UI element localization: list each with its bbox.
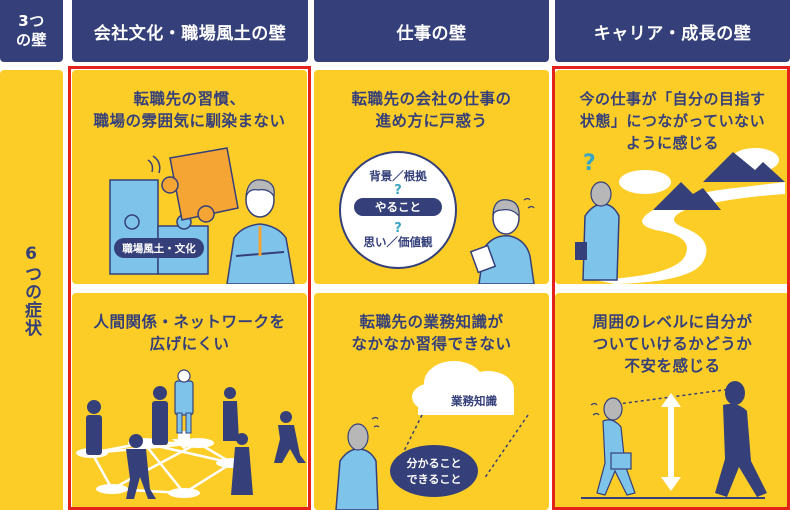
column-header-work: 仕事の壁 — [314, 0, 549, 62]
column-header-label: 仕事の壁 — [396, 23, 467, 44]
card-title: 転職先の業務知識が なかなか習得できない — [351, 313, 512, 353]
svg-text:業務知識: 業務知識 — [450, 394, 497, 408]
center-person-icon — [174, 369, 194, 434]
card-title: 人間関係・ネットワークを 広げにくい — [93, 313, 286, 353]
svg-text:分かること: 分かること — [407, 456, 462, 470]
briefcase-icon — [610, 452, 632, 470]
corner-label: 3つ の壁 — [15, 12, 47, 49]
svg-text:やること: やること — [375, 200, 421, 214]
arrow-down-icon — [172, 431, 196, 449]
confused-person-icon — [469, 197, 535, 284]
known-skills-bubble — [390, 445, 478, 497]
culture-tag — [114, 238, 204, 258]
column-header-culture: 会社文化・職場風土の壁 — [72, 0, 308, 62]
tall-silhouette-icon — [715, 381, 767, 497]
svg-text:思い／価値観: 思い／価値観 — [364, 235, 433, 249]
person-arms-crossed-icon — [226, 179, 295, 284]
person-back-view-icon: ? — [575, 151, 620, 281]
card-title: 転職先の会社の仕事の 進め方に戸惑う — [351, 90, 512, 130]
svg-text:職場風土・文化: 職場風土・文化 — [122, 242, 196, 255]
svg-text:できること: できること — [407, 473, 462, 486]
silhouette-people — [86, 386, 306, 499]
card-title: 今の仕事が「自分の目指す 状態」につながっていない ように感じる — [579, 90, 766, 152]
card-level-anxiety: 周囲のレベルに自分が ついていけるかどうか 不安を感じる — [555, 293, 790, 510]
career-path-illustration: ? — [575, 148, 785, 284]
mountain-icon — [653, 182, 721, 210]
card-title: 周囲のレベルに自分が ついていけるかどうか 不安を感じる — [592, 313, 753, 375]
column-header-career: キャリア・成長の壁 — [555, 0, 790, 62]
card-business-knowledge: 転職先の業務知識が なかなか習得できない 業務知識 分かること できること — [314, 293, 549, 510]
svg-text:?: ? — [394, 221, 402, 236]
network-illustration — [76, 369, 306, 499]
knowledge-illustration: 業務知識 分かること できること — [335, 361, 529, 510]
mountain-icon — [703, 152, 785, 182]
person-back-view-icon — [335, 416, 380, 510]
height-arrow-icon — [661, 393, 681, 491]
side-label: 6つの症状 — [21, 243, 41, 337]
puzzle-illustration: 職場風土・文化 — [109, 147, 295, 284]
winding-road — [595, 182, 785, 284]
cloud-icon — [412, 361, 514, 415]
column-header-label: キャリア・成長の壁 — [593, 23, 752, 44]
corner-header: 3つ の壁 — [0, 0, 63, 62]
task-pill — [354, 198, 442, 216]
svg-text:背景／根拠: 背景／根拠 — [369, 169, 427, 183]
level-gap-illustration — [581, 381, 767, 499]
card-work-method: 転職先の会社の仕事の 進め方に戸惑う 背景／根拠 ? やること ? 思い／価値観 — [314, 70, 549, 284]
card-title: 転職先の習慣、 職場の雰囲気に馴染まない — [93, 90, 286, 130]
briefcase-icon — [575, 242, 587, 260]
svg-text:?: ? — [394, 183, 402, 198]
cloud-icon — [619, 170, 671, 194]
anxious-person-icon — [590, 397, 636, 496]
question-mark-icon: ? — [583, 151, 596, 176]
card-network: 人間関係・ネットワークを 広げにくい — [72, 293, 307, 510]
card-culture-habits: 転職先の習慣、 職場の雰囲気に馴染まない 職場風土・文化 — [72, 70, 307, 284]
card-career-direction: 今の仕事が「自分の目指す 状態」につながっていない ように感じる ? — [555, 70, 790, 284]
work-method-illustration: 背景／根拠 ? やること ? 思い／価値観 — [339, 151, 535, 284]
column-header-label: 会社文化・職場風土の壁 — [93, 23, 287, 44]
side-label-panel: 6つの症状 — [0, 70, 63, 510]
